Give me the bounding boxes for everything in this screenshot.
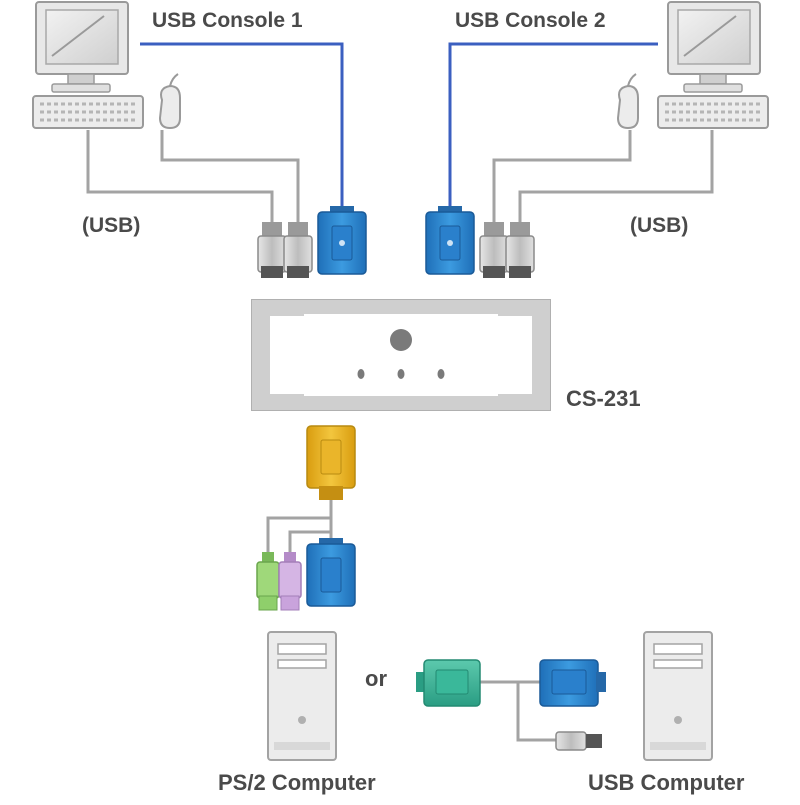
led-icon xyxy=(357,369,365,379)
console-1-cables xyxy=(86,42,344,222)
monitor-icon xyxy=(35,1,129,93)
model-label: CS-231 xyxy=(566,386,641,411)
vga-connector-icon xyxy=(539,659,606,707)
vga-connector-icon xyxy=(306,538,356,607)
usb-plug-icon xyxy=(257,222,287,278)
led-icon xyxy=(397,369,405,379)
kvm-switch-icon xyxy=(251,299,551,411)
console-2-label: USB Console 2 xyxy=(455,9,606,32)
tower-computer-icon xyxy=(643,631,713,761)
console-2-group xyxy=(616,1,769,130)
usb-plug-icon xyxy=(505,222,535,278)
console-1-group xyxy=(32,1,181,130)
tower-computer-icon xyxy=(267,631,337,761)
usb-left-label: (USB) xyxy=(82,214,140,237)
mouse-icon xyxy=(158,73,181,130)
ps2-computer-label: PS/2 Computer xyxy=(218,770,376,795)
usb-plug-icon xyxy=(479,222,509,278)
console-1-label: USB Console 1 xyxy=(152,9,303,32)
vga-connector-icon xyxy=(306,425,356,500)
usb-adapter-cable xyxy=(480,680,556,742)
pc-cable xyxy=(266,500,333,552)
keyboard-icon xyxy=(32,95,144,129)
usb-computer-label: USB Computer xyxy=(588,770,745,795)
monitor-icon xyxy=(667,1,761,93)
or-label: or xyxy=(365,666,387,691)
usb-right-label: (USB) xyxy=(630,214,688,237)
switch-button-icon xyxy=(390,329,412,351)
usb-plug-icon xyxy=(283,222,313,278)
ps2-plug-icon xyxy=(256,552,280,611)
keyboard-icon xyxy=(657,95,769,129)
console-2-cables xyxy=(448,42,714,222)
led-icon xyxy=(437,369,445,379)
vga-connector-icon xyxy=(416,659,481,707)
ps2-plug-icon xyxy=(278,552,302,611)
usb-plug-icon xyxy=(555,731,602,751)
vga-connector-icon xyxy=(317,206,367,275)
mouse-icon xyxy=(616,73,639,130)
vga-connector-icon xyxy=(425,206,475,275)
